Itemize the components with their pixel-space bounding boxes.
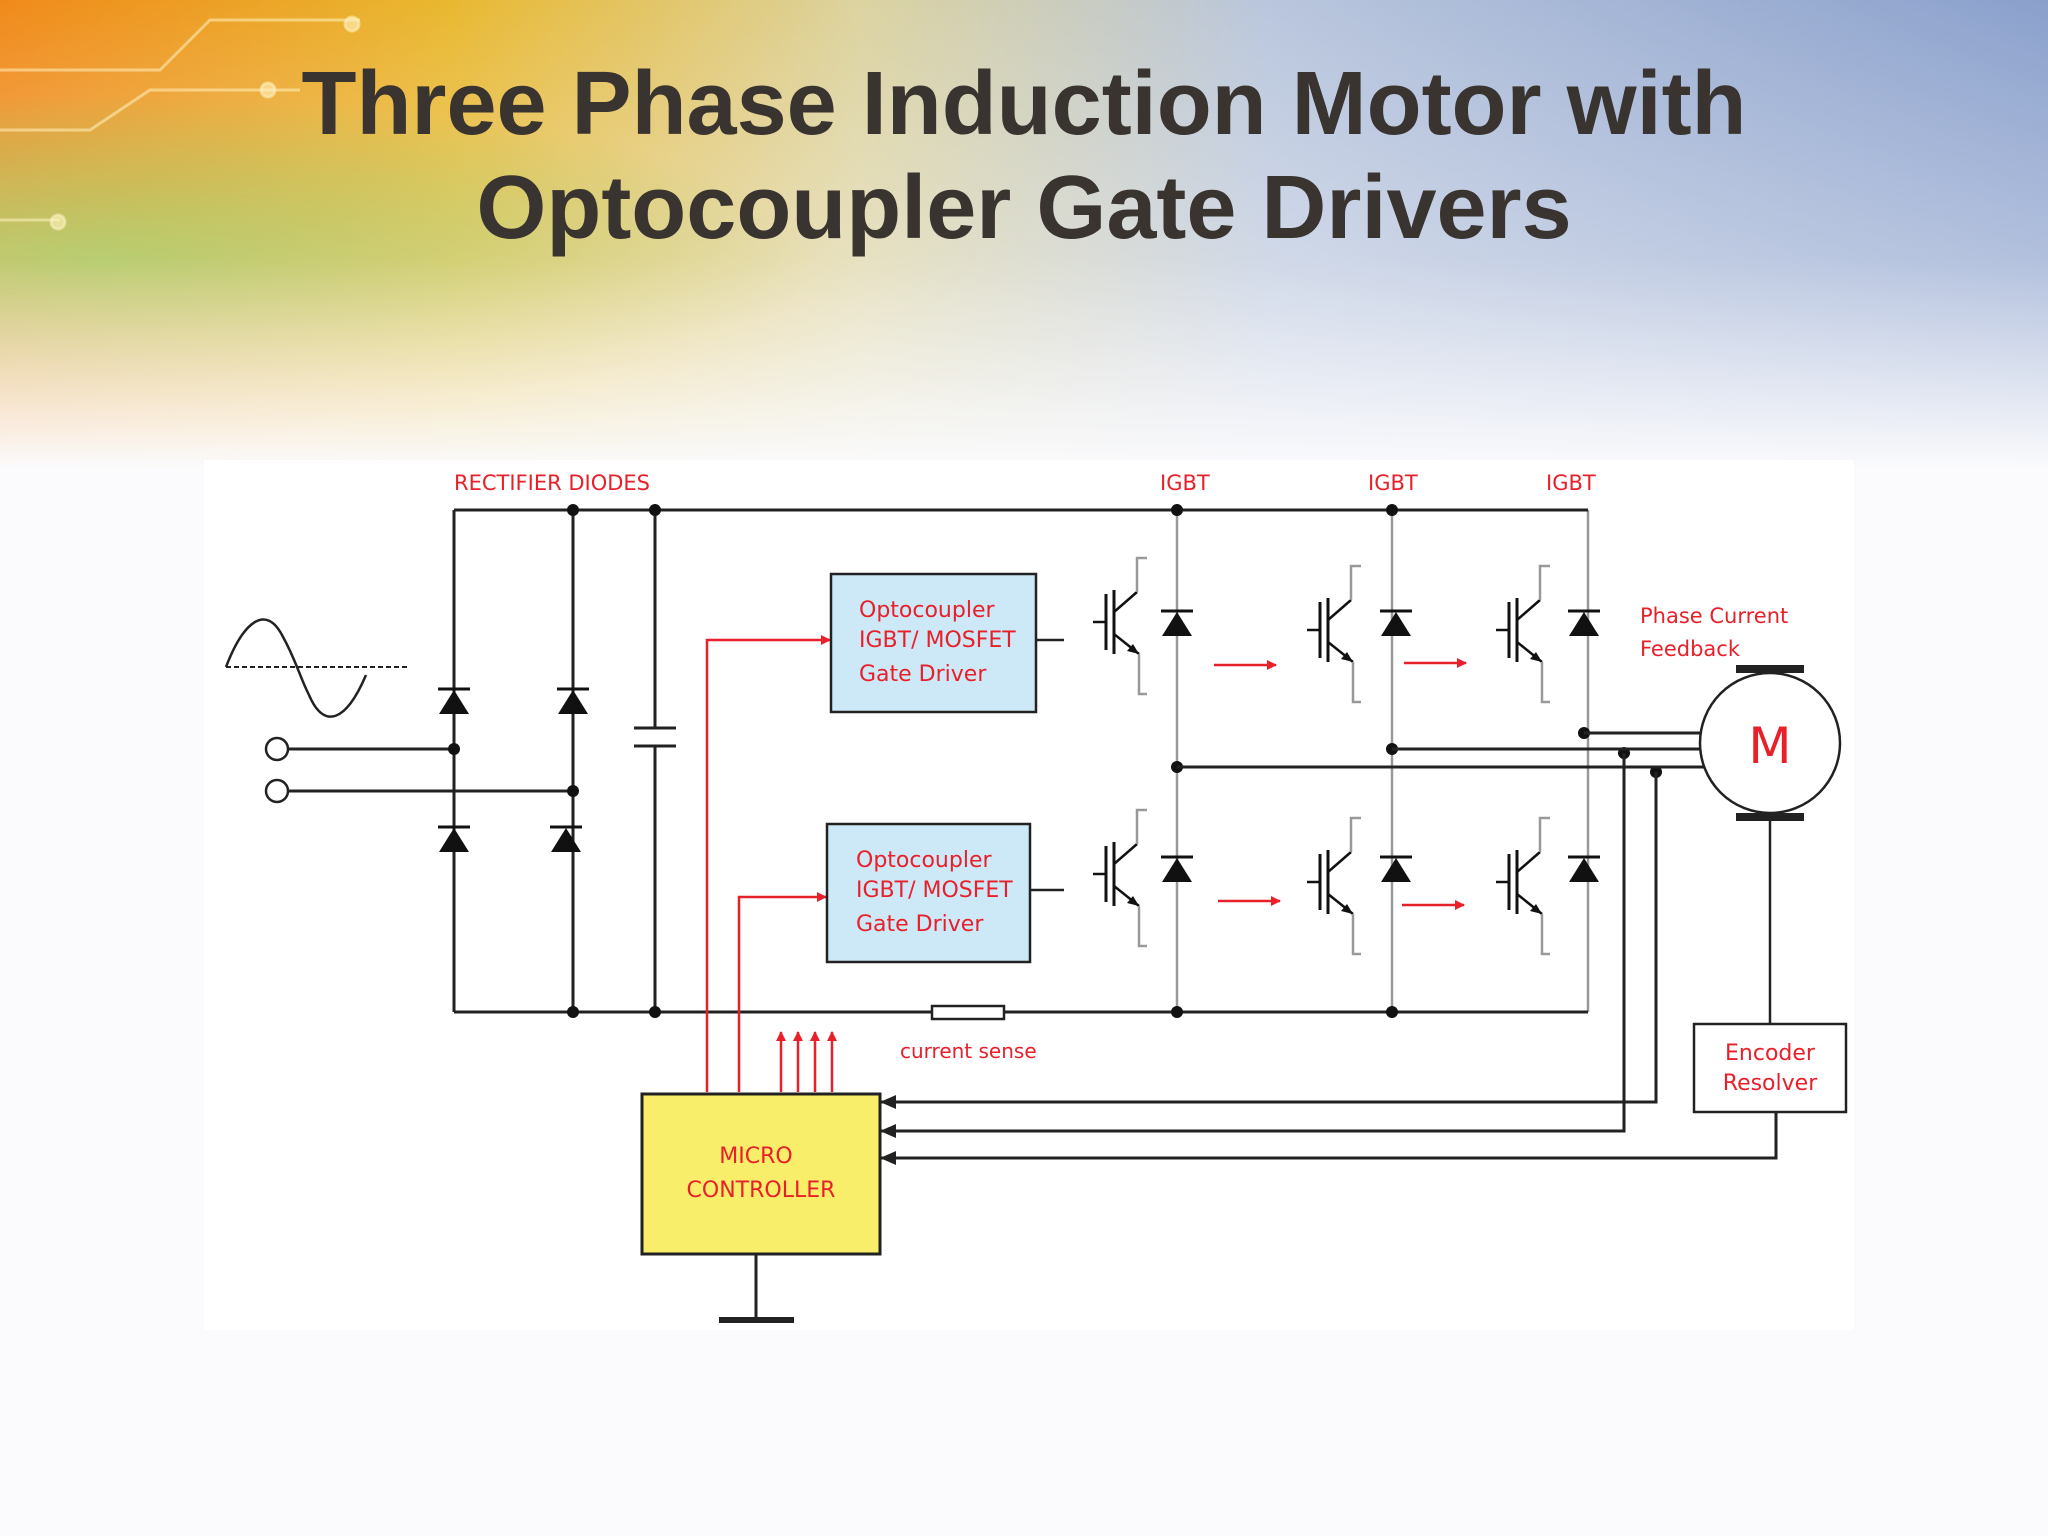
current-sense-label: current sense bbox=[900, 1039, 1037, 1063]
driver-connections bbox=[1030, 638, 1064, 892]
slide-title: Three Phase Induction Motor with Optocou… bbox=[0, 52, 2048, 260]
motor: M bbox=[1698, 665, 1842, 1023]
microcontroller: MICRO CONTROLLER bbox=[640, 1092, 882, 1323]
controller-red-signals bbox=[705, 635, 837, 1092]
micro-line-2: CONTROLLER bbox=[687, 1178, 836, 1203]
feedback-arrowheads bbox=[880, 1095, 896, 1165]
igbt-label-1: IGBT bbox=[1160, 471, 1210, 495]
encoder-line-1: Encoder bbox=[1725, 1041, 1816, 1066]
driver-bottom-line-3: Gate Driver bbox=[856, 912, 984, 937]
diagram-panel: Optocoupler IGBT/ MOSFET Gate Driver Opt… bbox=[204, 460, 1854, 1330]
optocoupler-driver-bottom: Optocoupler IGBT/ MOSFET Gate Driver bbox=[825, 822, 1032, 964]
driver-bottom-line-2: IGBT/ MOSFET bbox=[856, 878, 1013, 903]
circuit-diagram: Optocoupler IGBT/ MOSFET Gate Driver Opt… bbox=[224, 471, 1848, 1323]
encoder-resolver: Encoder Resolver bbox=[1692, 1022, 1848, 1114]
power-rails bbox=[452, 508, 1588, 1014]
circuit-decoration bbox=[0, 15, 361, 231]
driver-top-line-3: Gate Driver bbox=[859, 662, 987, 687]
driver-top-line-2: IGBT/ MOSFET bbox=[859, 628, 1016, 653]
freewheel-diodes bbox=[1159, 609, 1602, 884]
micro-line-1: MICRO bbox=[719, 1144, 792, 1169]
igbt-inverter-wiring bbox=[1175, 508, 1590, 1012]
rectifier-diodes-label: RECTIFIER DIODES bbox=[454, 471, 650, 495]
current-sense-resistor bbox=[930, 1004, 1006, 1021]
driver-top-line-1: Optocoupler bbox=[859, 598, 995, 623]
igbt-label-3: IGBT bbox=[1546, 471, 1596, 495]
rectifier-diodes bbox=[436, 687, 591, 854]
igbt-red-gate-signals bbox=[1214, 658, 1467, 910]
encoder-line-2: Resolver bbox=[1723, 1071, 1818, 1096]
motor-label: M bbox=[1748, 717, 1791, 775]
title-line-2: Optocoupler Gate Drivers bbox=[476, 158, 1572, 258]
igbt-label-2: IGBT bbox=[1368, 471, 1418, 495]
junction-dots bbox=[448, 504, 1662, 1018]
driver-bottom-line-1: Optocoupler bbox=[856, 848, 992, 873]
igbt-switches bbox=[1091, 556, 1552, 956]
phase-current-label-2: Feedback bbox=[1640, 637, 1741, 661]
phase-current-label-1: Phase Current bbox=[1640, 604, 1788, 628]
ac-source bbox=[224, 618, 573, 804]
title-line-1: Three Phase Induction Motor with bbox=[301, 54, 1747, 154]
red-labels: RECTIFIER DIODES IGBT IGBT IGBT Phase Cu… bbox=[454, 471, 1788, 1063]
optocoupler-driver-top: Optocoupler IGBT/ MOSFET Gate Driver bbox=[829, 572, 1038, 714]
